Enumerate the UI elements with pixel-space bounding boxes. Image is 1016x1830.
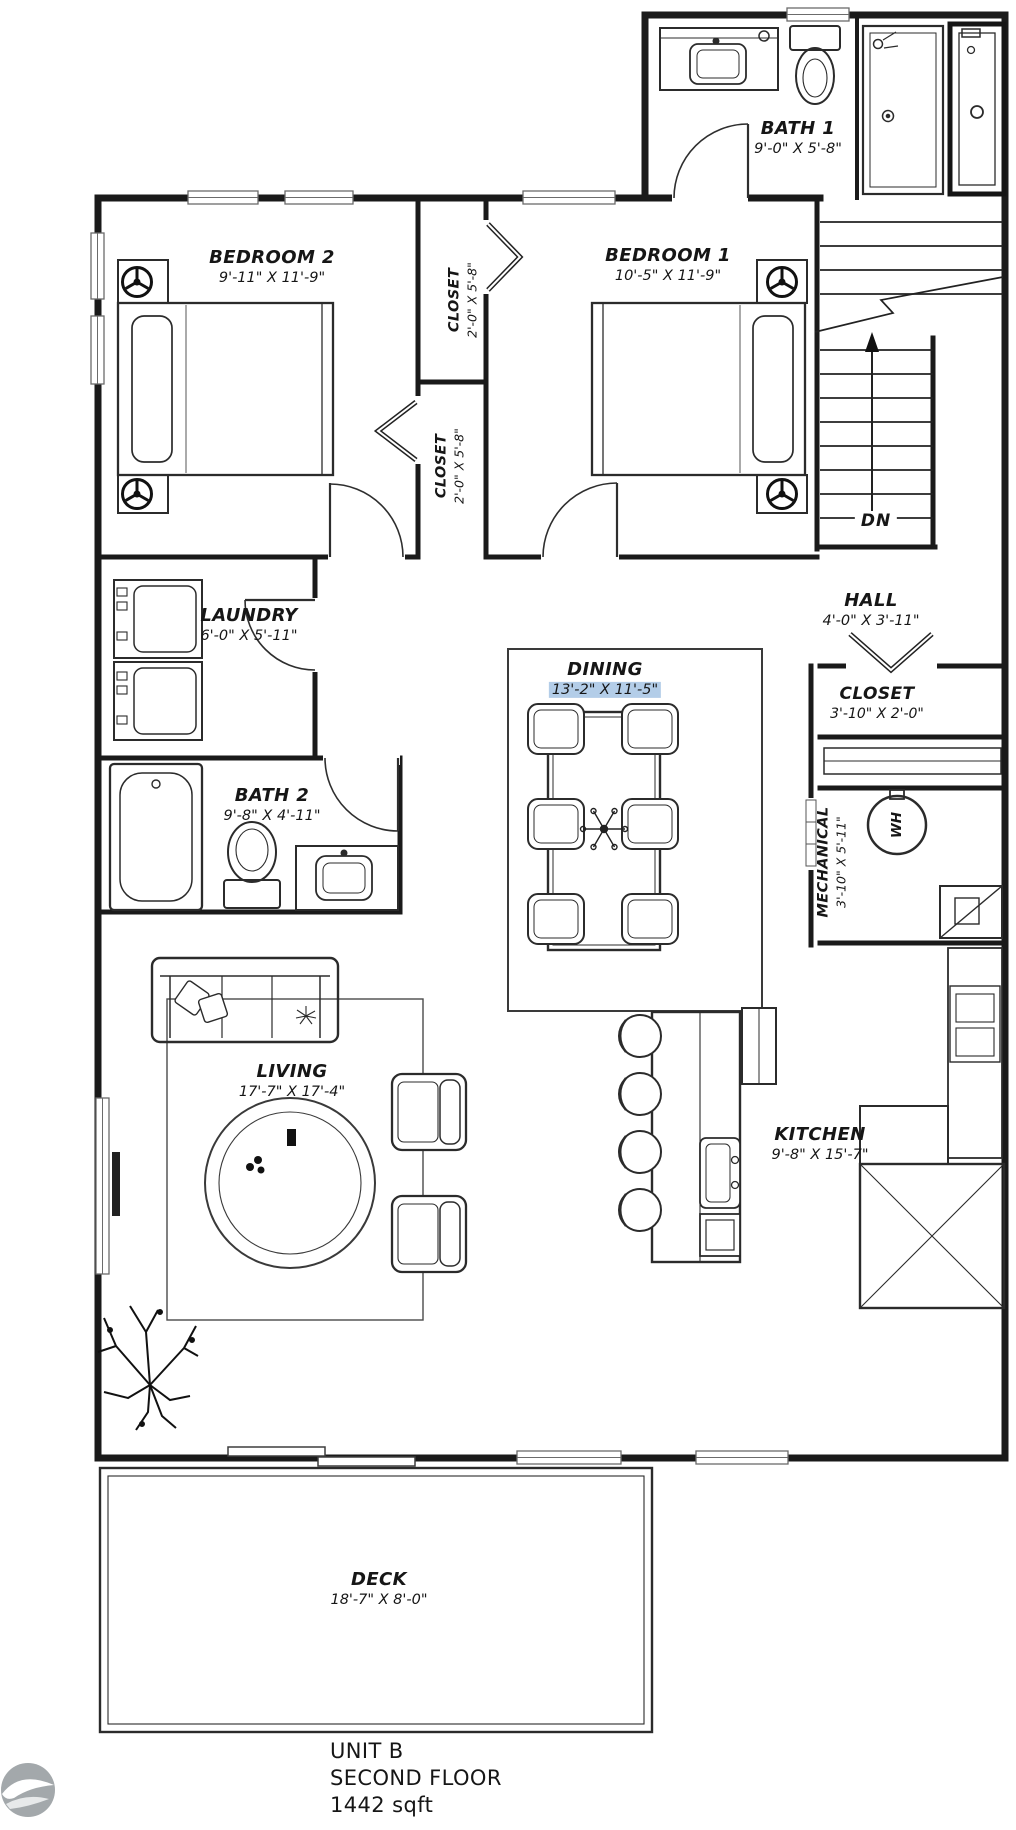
closet-shelf	[823, 747, 1002, 775]
tv-console	[112, 1152, 120, 1216]
room-label-closet-bedroom2: CLOSET 2'-0" X 5'-8"	[433, 428, 467, 504]
sliding-door	[227, 1446, 416, 1467]
room-label-closet-bedroom1: CLOSET 2'-0" X 5'-8"	[446, 262, 480, 338]
dishwasher	[699, 1213, 741, 1257]
room-label-mechanical: MECHANICAL 3'-10" X 5'-11"	[815, 806, 849, 918]
faucet-icon	[730, 1180, 740, 1190]
dining-floor-outline	[507, 648, 763, 1012]
floor-plant	[97, 1305, 199, 1431]
vanity-bath2	[295, 845, 399, 911]
room-label-bedroom1: BEDROOM 1 10'-5" X 11'-9"	[605, 244, 731, 285]
bathtub	[108, 762, 204, 912]
floor-area: 1442 sqft	[330, 1792, 434, 1817]
vanity-bath1	[659, 27, 779, 91]
armchair-2	[390, 1194, 468, 1274]
room-label-kitchen: KITCHEN 9'-8" X 15'-7"	[771, 1123, 869, 1164]
bifold-doors	[373, 222, 934, 674]
room-label-hall: HALL 4'-0" X 3'-11"	[822, 589, 920, 630]
room-label-living: LIVING 17'-7" X 17'-4"	[238, 1060, 346, 1101]
stairs-down-label: DN	[854, 511, 898, 531]
toilet-bath2	[223, 821, 281, 909]
dining-chairs	[527, 703, 679, 945]
kitchen-counter	[947, 947, 1003, 1159]
louver-door	[805, 799, 817, 867]
upper-cabinet	[859, 1105, 949, 1165]
faucet-icon	[151, 779, 161, 789]
title-block: UNIT B SECOND FLOOR 1442 sqft	[330, 1738, 502, 1819]
water-heater	[866, 789, 928, 856]
stairs	[814, 221, 1004, 519]
decor-starburst	[295, 1006, 317, 1025]
refrigerator	[858, 1162, 1006, 1310]
water-heater-label: WH	[889, 811, 905, 839]
laundry-washer	[113, 579, 203, 659]
bar-stools	[618, 1014, 662, 1232]
windows	[90, 7, 850, 1465]
shower-head-icon	[872, 38, 884, 50]
room-label-deck: DECK 18'-7" X 8'-0"	[330, 1568, 428, 1609]
faucet-icon	[730, 1155, 740, 1165]
island-sink	[699, 1137, 741, 1209]
room-label-bath2: BATH 2 9'-8" X 4'-11"	[223, 784, 321, 825]
pantry-cabinet	[741, 1007, 777, 1085]
pillow	[197, 992, 229, 1024]
watermark-logo	[1, 1763, 55, 1817]
furnace	[939, 885, 1003, 939]
room-label-closet-hall: CLOSET 3'-10" X 2'-0"	[830, 683, 924, 722]
doors	[244, 123, 750, 832]
bed-bedroom1	[590, 301, 807, 477]
faucet-icon	[712, 37, 720, 45]
round-rug	[204, 1097, 376, 1269]
area-rug	[166, 998, 424, 1321]
nightstand	[756, 259, 808, 514]
tub-bath1	[947, 21, 1007, 197]
rug-decor	[246, 1129, 296, 1174]
nightstand	[117, 259, 169, 514]
room-label-bath1: BATH 1 9'-0" X 5'-8"	[754, 117, 842, 158]
room-label-bedroom2: BEDROOM 2 9'-11" X 11'-9"	[209, 246, 335, 287]
drain-icon	[881, 109, 895, 123]
laundry-dryer	[113, 661, 203, 741]
selected-text: 13'-2" X 11'-5"	[548, 682, 662, 699]
shower-bath1	[861, 24, 945, 196]
room-label-laundry: LAUNDRY 6'-0" X 5'-11"	[200, 604, 298, 645]
deck-boundary	[98, 1466, 654, 1734]
faucet-icon	[340, 849, 348, 857]
room-label-dining: DINING 13'-2" X 11'-5"	[548, 658, 662, 700]
armchair-1	[390, 1072, 468, 1152]
toilet-bath1	[789, 25, 841, 105]
range	[949, 985, 1001, 1063]
sofa	[150, 956, 340, 1044]
table-centerpiece	[579, 807, 629, 851]
unit-name: UNIT B	[330, 1739, 404, 1763]
floor-name: SECOND FLOOR	[330, 1765, 502, 1790]
bed-bedroom2	[116, 301, 335, 477]
